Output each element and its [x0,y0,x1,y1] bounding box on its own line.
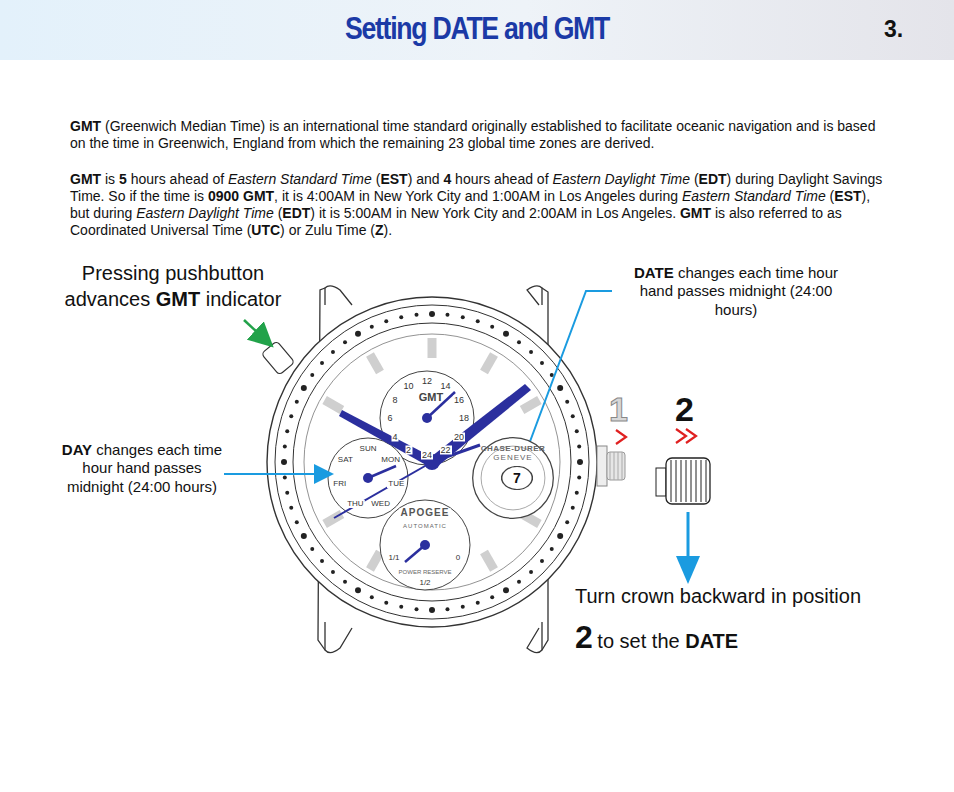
node-text: GMT [380,391,482,403]
dial-numeral: 1/1 [387,554,400,562]
italic-text: Eastern Standard Time [682,188,826,204]
bold-text: GMT [70,171,101,187]
dial-numeral: 24 [421,451,433,460]
text-run: indicator [200,288,281,310]
text-run: to set the [592,630,685,652]
dial-numeral: 8 [391,395,398,404]
bold-text: EST [834,188,861,204]
subdial: CHASE-DURERGENEVE 7 [471,436,555,520]
dial-numeral: 18 [458,414,470,423]
dial-numeral: 0 [455,554,461,562]
bold-text: GMT [70,118,101,134]
italic-text: Eastern Daylight Time [552,171,690,187]
text-run: Turn crown backward in position [575,585,861,607]
callout-text: Pressing pushbutton advances GMT indicat… [62,260,284,312]
paragraph: GMT is 5 hours ahead of Eastern Standard… [70,171,890,239]
crown-position: 1 [609,390,628,429]
bold-text: DAY [62,441,92,458]
dial-numeral: 1/2 [418,579,431,587]
day-name: MON [380,456,401,464]
text-run: ( [372,171,381,187]
bold-text: EDT [282,205,310,221]
node-text: 7 [501,469,533,487]
italic-text: Eastern Standard Time [228,171,372,187]
brand-text: APOGEE [400,508,451,518]
bold-text: EST [380,171,407,187]
dial-numeral: 12 [421,377,433,386]
dial-outline [380,371,482,465]
text-run: , it is 4:00AM in New York City and 1:00… [274,188,682,204]
dial-text: POWER RESERVE [398,569,453,575]
dial-text: AUTOMATIC [402,523,448,529]
bold-text: UTC [251,222,280,238]
text-run: ) it is 5:00AM in New York City and 2:00… [310,205,680,221]
dial-numeral: 20 [453,432,465,441]
text-run: hours ahead of [451,171,552,187]
page-number: 3. [884,16,903,43]
dial-numeral: 10 [402,381,414,390]
day-name: FRI [332,480,347,488]
day-name: WED [370,500,391,508]
dial-numeral: 4 [391,432,398,441]
text-run: (Greenwich Median Time) is an internatio… [70,118,875,151]
position-number: 2 [575,619,592,655]
text-run: hours ahead of [127,171,228,187]
text-run: ( [274,205,283,221]
bold-text: DATE [634,264,674,281]
italic-text: Eastern Daylight Time [136,205,274,221]
dial-numeral: 22 [439,446,451,455]
dial-numeral: 16 [453,395,465,404]
page-title: Setting DATE and GMT [67,11,887,47]
spacer [380,371,482,391]
bold-text: GMT [680,205,711,221]
text-run: ). [384,222,393,238]
day-name: THU [346,500,364,508]
text-run: ( [690,171,699,187]
bold-text: 0900 GMT [208,188,274,204]
bold-text: GMT [156,288,200,310]
paragraph: GMT (Greenwich Median Time) is an intern… [70,118,890,152]
node-text: GENEVE [471,453,555,462]
text-run: ( [826,188,835,204]
bold-text: Z [375,222,384,238]
crown-position: 2 [675,390,694,429]
text-run: is [101,171,119,187]
text-run: ) or Zulu Time ( [280,222,375,238]
callout-text: Turn crown backward in position 2 to set… [575,580,875,663]
bold-text: DATE [685,630,738,652]
text-run: ) and [408,171,444,187]
bold-text: 4 [443,171,451,187]
dial-numeral: 2 [405,446,412,455]
bold-text: 5 [119,171,127,187]
callout-text: DATE changes each time hour hand passes … [626,264,846,319]
date-window: 7 [501,466,533,490]
dial-numeral: 6 [386,414,393,423]
dial-numeral: 14 [439,381,451,390]
day-name: TUE [387,480,405,488]
bold-text: EDT [699,171,727,187]
day-name: SAT [337,456,354,464]
callout-text: DAY changes each time hour hand passes m… [56,441,228,496]
subdial: GMT [380,371,482,465]
node-text: CHASE-DURER [471,444,555,453]
day-name: SUN [359,445,378,453]
